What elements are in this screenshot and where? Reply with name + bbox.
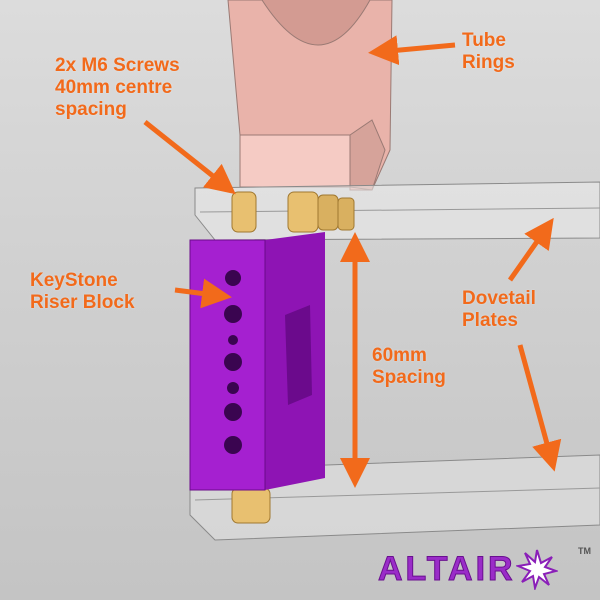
trademark: TM [578,546,591,556]
tube-ring [227,0,393,191]
dovetail-plates-label: Dovetail Plates [462,288,536,332]
screws-label-line: 40mm centre [55,77,173,98]
altair-logo: ALTAIR [378,548,558,590]
riser-block-label-line: KeyStone [30,270,118,291]
star-icon [515,549,558,590]
tube-rings-label-line: Rings [462,52,515,73]
screws-label: 2x M6 Screws 40mm centre spacing [55,55,180,121]
riser-block-label-line: Riser Block [30,292,135,313]
tube-rings-label: Tube Rings [462,30,515,74]
spacing-label-line: Spacing [372,367,446,388]
tube-rings-label-line: Tube [462,30,506,51]
spacing-label-line: 60mm [372,345,427,366]
logo-text: ALTAIR [378,549,516,588]
riser-block-label: KeyStone Riser Block [30,270,135,314]
keystone-riser-block [189,232,325,491]
annotation-arrows [143,35,562,488]
dovetail-label-line: Dovetail [462,288,536,309]
screws-label-line: spacing [55,99,127,120]
dovetail-label-line: Plates [462,310,518,331]
spacing-label: 60mm Spacing [372,345,446,389]
m6-screws [231,191,355,233]
screws-label-line: 2x M6 Screws [55,55,180,76]
